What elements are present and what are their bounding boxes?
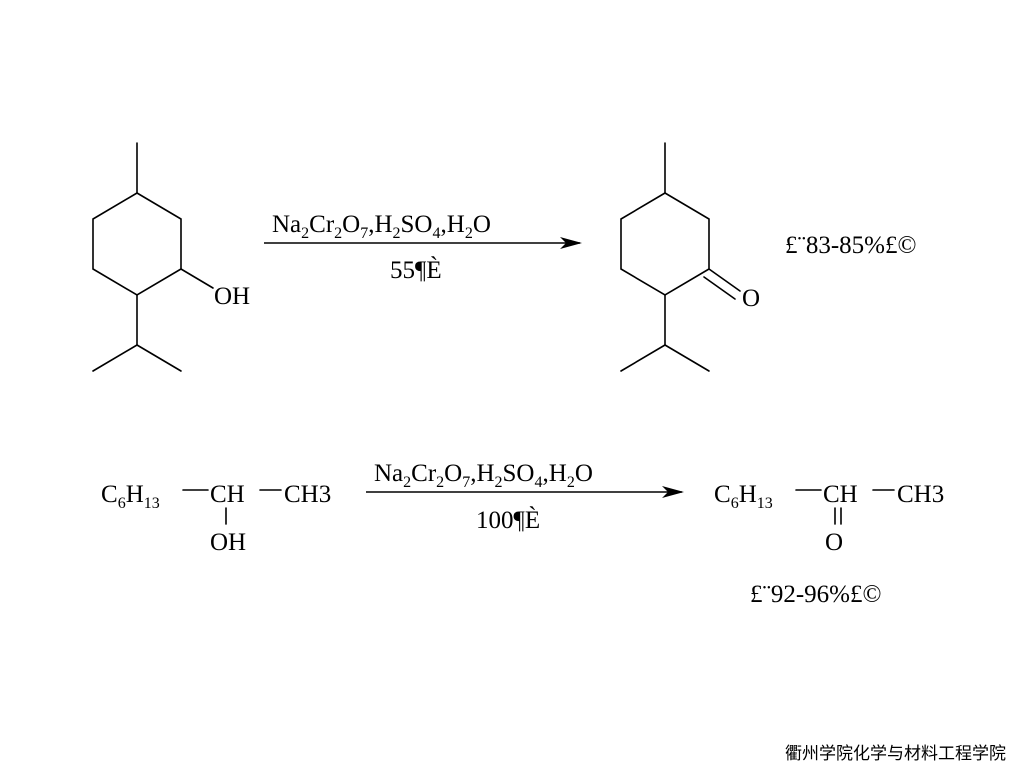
reaction1-condition: 55¶È bbox=[390, 256, 442, 284]
reaction2-yield: £¨92-96%£© bbox=[750, 581, 881, 608]
octanone-o: O bbox=[825, 529, 843, 556]
menthone-carbonyl-bond-2 bbox=[703, 276, 736, 300]
menthone-structure: O bbox=[620, 142, 760, 372]
octanone-ch: CH bbox=[823, 481, 858, 508]
menthone-o-label: O bbox=[742, 285, 760, 312]
reaction2-arrow: Na2Cr2O7,H2SO4,H2O 100¶È bbox=[366, 460, 684, 534]
octanol-hexyl: C6H13 bbox=[101, 481, 160, 512]
menthol-ring bbox=[92, 192, 182, 296]
octanol-oh: OH bbox=[210, 529, 246, 556]
octanol-ch: CH bbox=[210, 481, 245, 508]
menthone-isopropyl-right bbox=[664, 344, 710, 372]
octanone-ch3: CH3 bbox=[897, 481, 944, 508]
menthol-isopropyl-left bbox=[92, 344, 138, 372]
reaction2-condition: 100¶È bbox=[476, 506, 540, 534]
menthol-isopropyl-right bbox=[136, 344, 182, 372]
menthol-structure: OH bbox=[92, 142, 250, 372]
menthone-carbonyl-bond-1 bbox=[708, 268, 741, 292]
footer-institution: 衢州学院化学与材料工程学院 bbox=[785, 744, 1006, 764]
octanone-structure: C6H13 CH CH3 O bbox=[714, 481, 944, 556]
octanone-hexyl: C6H13 bbox=[714, 481, 773, 512]
reaction1-arrow: Na2Cr2O7,H2SO4,H2O 55¶È bbox=[264, 211, 582, 284]
reaction2-reagent: Na2Cr2O7,H2SO4,H2O bbox=[374, 460, 593, 491]
menthol-oh-bond bbox=[180, 268, 214, 289]
reaction1-yield: £¨83-85%£© bbox=[785, 232, 916, 259]
menthone-ring bbox=[620, 192, 710, 296]
menthone-isopropyl-left bbox=[620, 344, 666, 372]
reaction1-reagent: Na2Cr2O7,H2SO4,H2O bbox=[272, 211, 491, 242]
menthol-oh-label: OH bbox=[214, 283, 250, 310]
octanol-structure: C6H13 CH CH3 OH bbox=[101, 481, 331, 556]
octanol-ch3: CH3 bbox=[284, 481, 331, 508]
